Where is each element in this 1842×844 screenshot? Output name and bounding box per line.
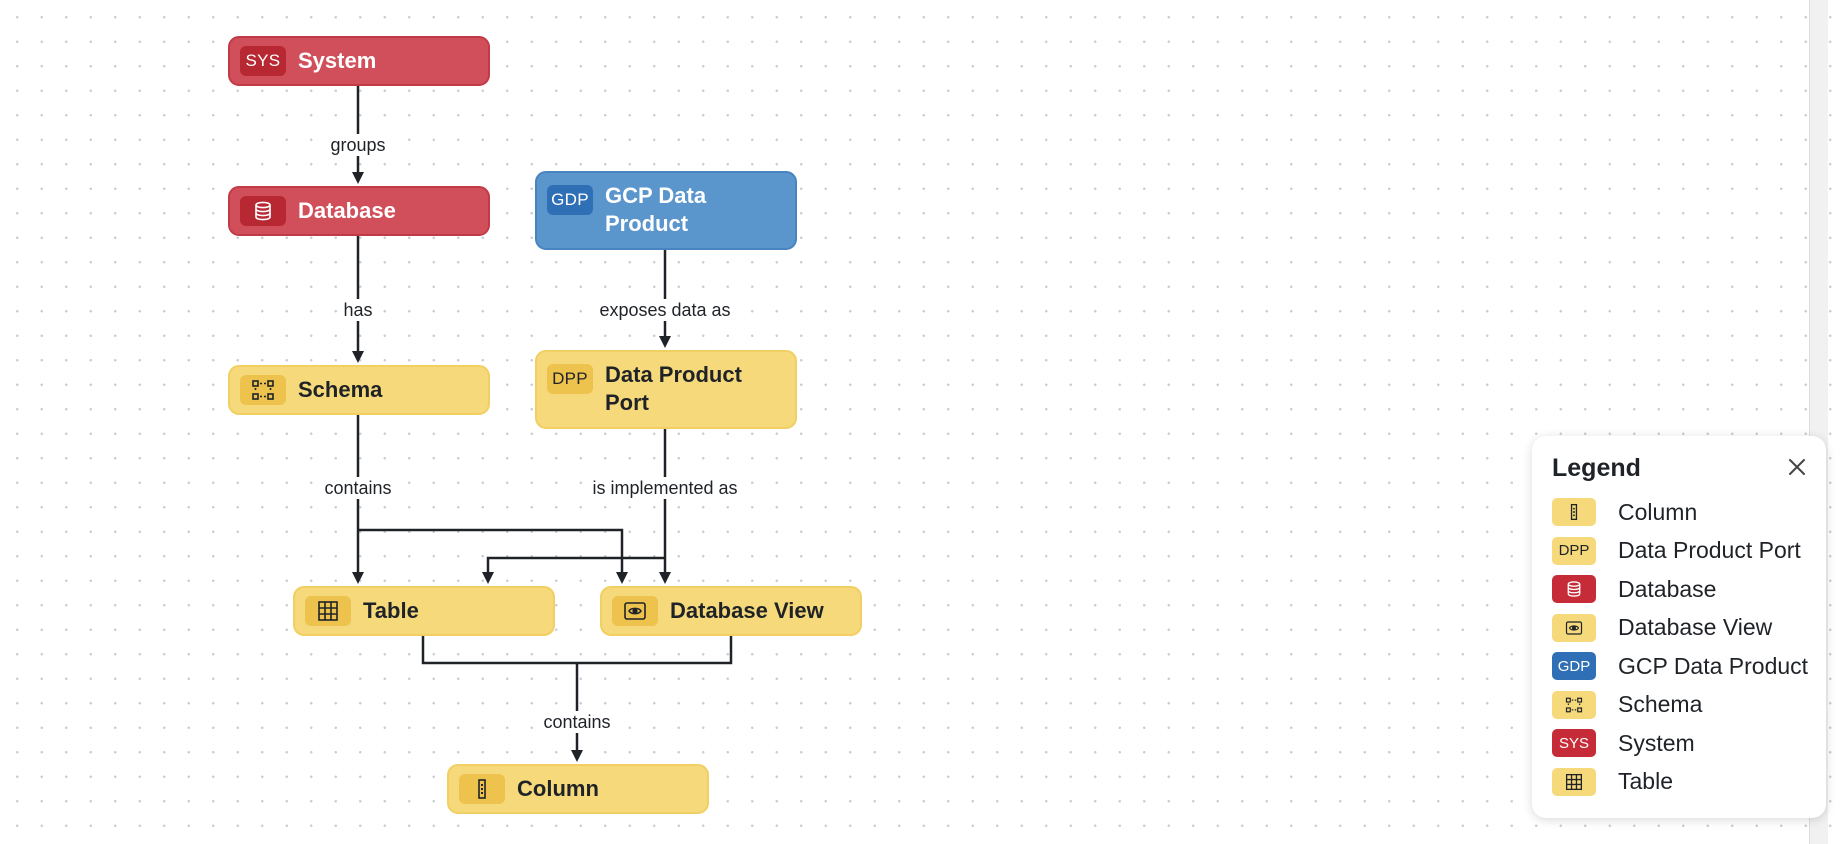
node-label: GCP Data Product [605, 183, 707, 236]
legend-item: Schema [1552, 686, 1810, 725]
legend-item: DPP Data Product Port [1552, 532, 1810, 571]
node-badge: SYS [240, 46, 286, 76]
edge-line [482, 556, 665, 584]
legend-item: Table [1552, 763, 1810, 802]
legend-item: Database [1552, 570, 1810, 609]
node-system[interactable]: SYS System [228, 36, 490, 86]
legend-item: Database View [1552, 609, 1810, 648]
node-label: Column [517, 776, 599, 801]
edge-label: has [340, 299, 376, 321]
legend-title: Legend [1552, 454, 1641, 482]
legend-item-label: Table [1618, 768, 1673, 795]
legend-item: Column [1552, 493, 1810, 532]
edge-5[interactable] [421, 636, 733, 762]
edge-label: is implemented as [589, 477, 741, 499]
legend-badge: DPP [1552, 536, 1596, 565]
legend-item: GDP GCP Data Product [1552, 647, 1810, 686]
node-table[interactable]: Table [293, 586, 555, 636]
edge-4[interactable] [482, 429, 671, 584]
edge-3[interactable] [352, 415, 628, 584]
edge-line [358, 528, 628, 584]
node-data-product-port[interactable]: DPP Data Product Port [535, 350, 797, 429]
edge-label: contains [321, 477, 395, 499]
legend-item-label: Column [1618, 498, 1698, 525]
legend-item: SYS System [1552, 724, 1810, 763]
edge-label: groups [327, 134, 389, 156]
eye-icon [612, 596, 658, 626]
column-icon [459, 774, 505, 804]
legend-badge: GDP [1552, 652, 1596, 681]
node-label: Database [298, 198, 396, 223]
node-column[interactable]: Column [447, 764, 709, 814]
eye-icon [1552, 613, 1596, 642]
node-gcp-data-product[interactable]: GDP GCP Data Product [535, 171, 797, 250]
node-label: System [298, 48, 377, 73]
node-label: Table [363, 598, 419, 623]
edge-label: contains [540, 711, 614, 733]
database-icon [240, 196, 286, 226]
close-icon[interactable] [1786, 456, 1808, 478]
legend-item-label: Database View [1618, 614, 1773, 641]
legend-item-label: GCP Data Product [1618, 652, 1809, 679]
legend-item-label: Schema [1618, 691, 1703, 718]
edge-line [421, 636, 733, 665]
node-schema[interactable]: Schema [228, 365, 490, 415]
node-database-view[interactable]: Database View [600, 586, 862, 636]
legend-badge: SYS [1552, 729, 1596, 758]
column-icon [1552, 498, 1596, 527]
database-icon [1552, 575, 1596, 604]
node-label: Schema [298, 377, 383, 402]
node-database[interactable]: Database [228, 186, 490, 236]
legend-item-label: System [1618, 729, 1695, 756]
node-badge: GDP [547, 185, 593, 215]
legend-item-label: Database [1618, 575, 1717, 602]
schema-icon [1552, 690, 1596, 719]
table-icon [1552, 767, 1596, 796]
node-label: Data Product Port [605, 362, 742, 415]
schema-icon [240, 375, 286, 405]
table-icon [305, 596, 351, 626]
edge-label: exposes data as [596, 299, 734, 321]
legend-item-label: Data Product Port [1618, 537, 1801, 564]
node-badge: DPP [547, 364, 593, 394]
node-label: Database View [670, 598, 824, 623]
